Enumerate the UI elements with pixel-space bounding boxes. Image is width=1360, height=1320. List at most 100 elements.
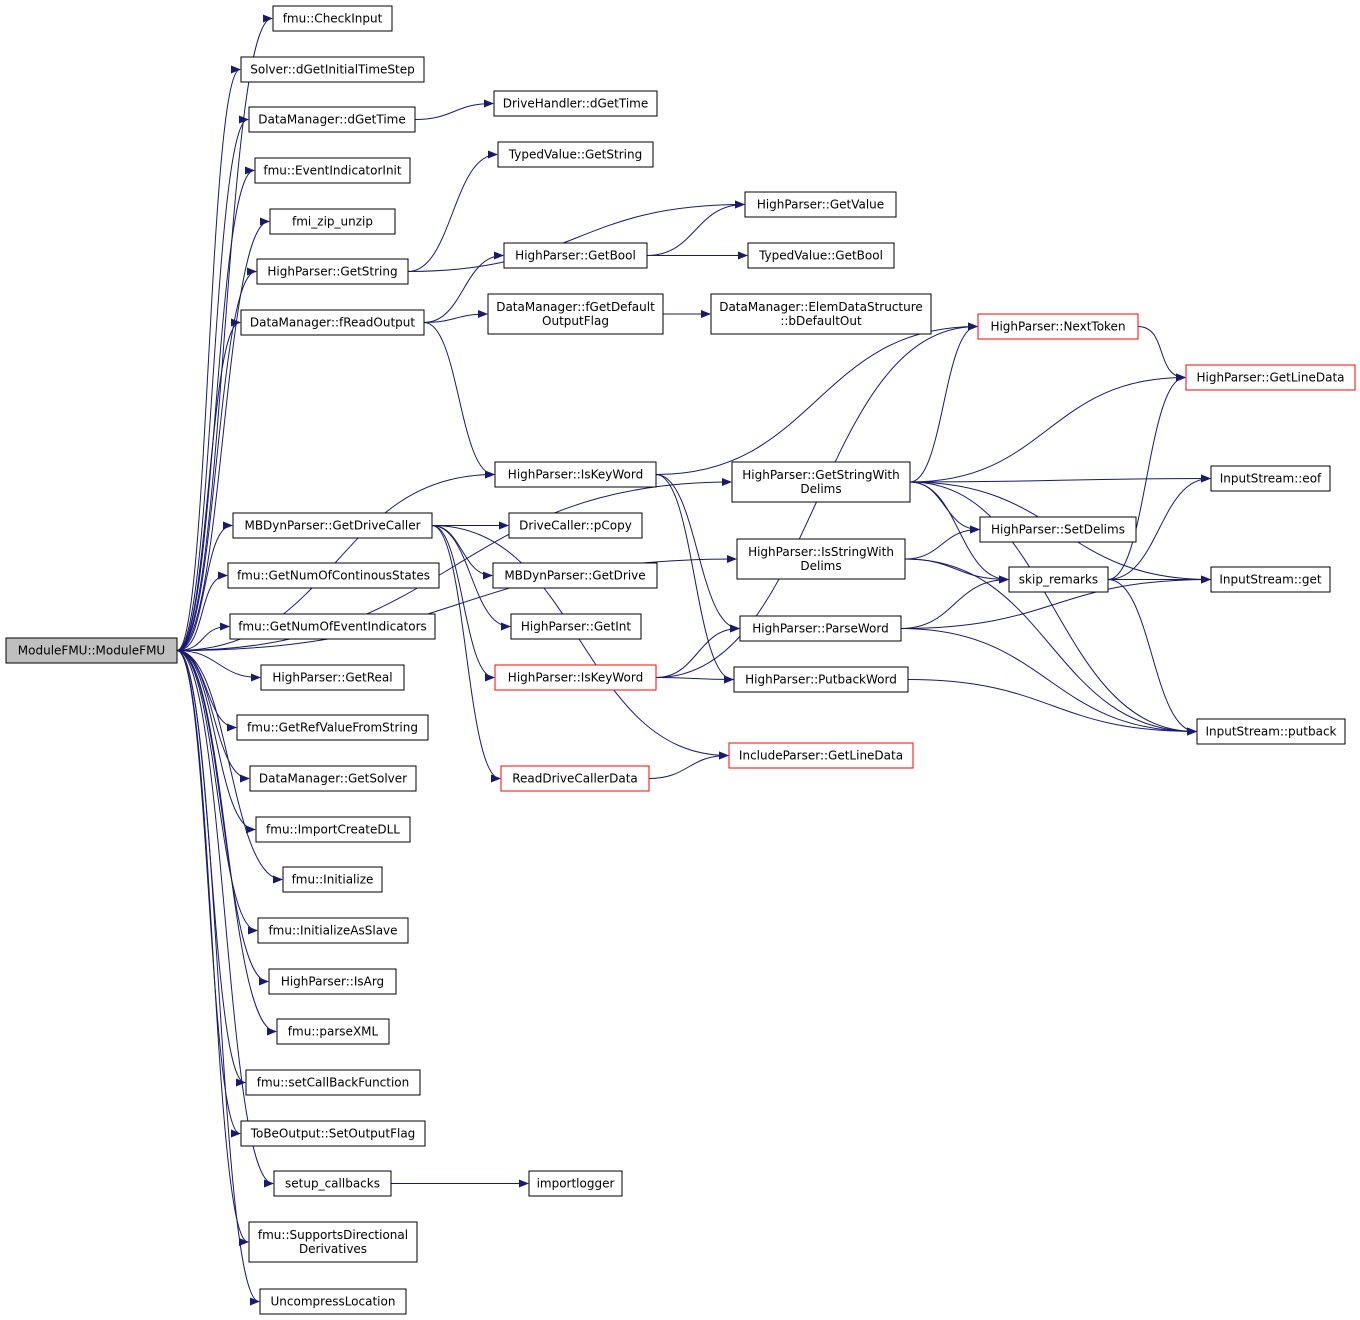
edge-root-to-highparser_isarg: [176, 650, 269, 986]
node-label: DataManager::fGetDefault: [496, 300, 655, 314]
node-highparser_getstring[interactable]: HighParser::GetString: [256, 258, 409, 285]
edge-mbdynparser_getdrivecaller-to-includeparser_getlinedata: [431, 525, 729, 760]
edge-datamanager_freadoutput-to-datamanager_fgetdefaultoutputflag: [423, 310, 488, 323]
edge-highparser_iskeyword_2-to-highparser_putbackword: [655, 675, 734, 684]
edge-highparser_getstringwithdelims-to-inputstream_putback: [909, 481, 1197, 736]
edge-highparser_isstringwithdelims-to-skip_remarks: [904, 558, 1009, 584]
node-label: Derivatives: [299, 1242, 367, 1256]
node-solver_dgetinitialtimestep[interactable]: Solver::dGetInitialTimeStep: [240, 56, 425, 83]
node-label: HighParser::GetLineData: [1196, 371, 1344, 385]
node-label: InputStream::putback: [1205, 725, 1336, 739]
node-typedvalue_getstring[interactable]: TypedValue::GetString: [497, 141, 654, 168]
node-box: [229, 613, 436, 640]
node-fmu_checkinput[interactable]: fmu::CheckInput: [272, 5, 393, 32]
node-drivecaller_pcopy[interactable]: DriveCaller::pCopy: [508, 512, 643, 539]
node-label: fmu::SupportsDirectional: [258, 1228, 408, 1242]
node-importlogger[interactable]: importlogger: [528, 1170, 623, 1197]
node-label: IncludeParser::GetLineData: [739, 749, 903, 763]
node-root[interactable]: ModuleFMU::ModuleFMU: [5, 637, 178, 664]
node-label: OutputFlag: [542, 314, 609, 328]
node-fmu_eventindicatorinit[interactable]: fmu::EventIndicatorInit: [254, 157, 411, 184]
node-highparser_iskeyword_2[interactable]: HighParser::IsKeyWord: [494, 664, 657, 691]
node-highparser_nexttoken[interactable]: HighParser::NextToken: [977, 313, 1139, 340]
edge-root-to-fmu_initialize: [176, 650, 283, 884]
node-datamanager_freadoutput[interactable]: DataManager::fReadOutput: [240, 309, 425, 336]
edge-root-to-fmu_initializeasslave: [176, 650, 258, 935]
node-datamanager_dgettime[interactable]: DataManager::dGetTime: [248, 106, 416, 133]
node-skip_remarks[interactable]: skip_remarks: [1008, 566, 1109, 593]
node-highparser_parseword[interactable]: HighParser::ParseWord: [739, 615, 902, 642]
node-setup_callbacks[interactable]: setup_callbacks: [273, 1170, 392, 1197]
node-label: InputStream::get: [1219, 573, 1322, 587]
node-includeparser_getlinedata[interactable]: IncludeParser::GetLineData: [728, 742, 914, 769]
node-fmu_importcreatedll[interactable]: fmu::ImportCreateDLL: [255, 816, 411, 843]
node-inputstream_get[interactable]: InputStream::get: [1210, 566, 1331, 593]
node-label: ReadDriveCallerData: [512, 772, 638, 786]
edge-root-to-fmu_getnumofeventindicators: [176, 622, 230, 651]
node-highparser_getvalue[interactable]: HighParser::GetValue: [744, 191, 897, 218]
node-inputstream_putback[interactable]: InputStream::putback: [1196, 718, 1346, 745]
node-highparser_iskeyword_1[interactable]: HighParser::IsKeyWord: [494, 461, 657, 488]
node-box: [260, 664, 405, 691]
node-datamanager_elemdatastructure_bdefaultout[interactable]: DataManager::ElemDataStructure::bDefault…: [710, 293, 932, 335]
node-label: fmu::setCallBackFunction: [257, 1076, 410, 1090]
node-label: DataManager::fReadOutput: [250, 316, 415, 330]
edge-root-to-solver_dgetinitialtimestep: [176, 65, 241, 651]
node-fmu_getrefvaluefromstring[interactable]: fmu::GetRefValueFromString: [236, 714, 429, 741]
edge-root-to-fmu_parsexml: [176, 650, 277, 1036]
node-mbdynparser_getdrive[interactable]: MBDynParser::GetDrive: [492, 562, 658, 589]
node-uncompresslocation[interactable]: UncompressLocation: [259, 1288, 407, 1315]
node-label: DriveCaller::pCopy: [519, 519, 632, 533]
node-label: fmu::ImportCreateDLL: [266, 823, 400, 837]
node-fmu_initializeasslave[interactable]: fmu::InitializeAsSlave: [257, 917, 409, 944]
node-highparser_getint[interactable]: HighParser::GetInt: [510, 613, 642, 640]
node-fmu_setcallbackfunction[interactable]: fmu::setCallBackFunction: [245, 1069, 421, 1096]
node-box: [508, 512, 643, 539]
node-highparser_isarg[interactable]: HighParser::IsArg: [268, 968, 397, 995]
node-box: [492, 562, 658, 589]
node-highparser_getlinedata[interactable]: HighParser::GetLineData: [1185, 364, 1356, 391]
node-box: [259, 1288, 407, 1315]
node-inputstream_eof[interactable]: InputStream::eof: [1210, 465, 1331, 492]
edge-highparser_getstringwithdelims-to-skip_remarks: [909, 481, 1009, 584]
node-fmu_initialize[interactable]: fmu::Initialize: [282, 866, 383, 893]
node-box: [240, 56, 425, 83]
node-datamanager_getsolver[interactable]: DataManager::GetSolver: [249, 765, 417, 792]
node-box: [249, 765, 417, 792]
edge-highparser_iskeyword_1-to-highparser_parseword: [655, 474, 740, 633]
node-label: fmi_zip_unzip: [292, 215, 373, 229]
edge-highparser_parseword-to-inputstream_get: [900, 575, 1211, 629]
node-box: [254, 157, 411, 184]
node-box: [979, 516, 1137, 543]
node-highparser_getbool[interactable]: HighParser::GetBool: [503, 242, 648, 269]
node-box: [977, 313, 1139, 340]
node-mbdynparser_getdrivecaller[interactable]: MBDynParser::GetDriveCaller: [232, 512, 433, 539]
node-readdrivecallerdata[interactable]: ReadDriveCallerData: [500, 765, 650, 792]
node-fmi_zip_unzip[interactable]: fmi_zip_unzip: [269, 208, 396, 235]
edge-highparser_isstringwithdelims-to-inputstream_putback: [904, 558, 1197, 736]
node-box: [269, 208, 396, 235]
node-label: HighParser::PutbackWord: [745, 673, 897, 687]
edge-datamanager_dgettime-to-drivehandler_dgettime: [414, 99, 494, 120]
node-fmu_getnumofeventindicators[interactable]: fmu::GetNumOfEventIndicators: [229, 613, 436, 640]
node-label: skip_remarks: [1019, 573, 1098, 587]
node-drivehandler_dgettime[interactable]: DriveHandler::dGetTime: [493, 90, 658, 117]
node-label: DataManager::GetSolver: [259, 772, 407, 786]
edge-highparser_putbackword-to-inputstream_putback: [907, 679, 1197, 736]
node-box: [276, 1018, 390, 1045]
node-typedvalue_getbool[interactable]: TypedValue::GetBool: [747, 242, 895, 269]
node-fmu_parsexml[interactable]: fmu::parseXML: [276, 1018, 390, 1045]
node-highparser_getreal[interactable]: HighParser::GetReal: [260, 664, 405, 691]
node-highparser_setdelims[interactable]: HighParser::SetDelims: [979, 516, 1137, 543]
node-label: HighParser::IsStringWith: [748, 545, 894, 559]
node-box: [503, 242, 648, 269]
node-tobeoutput_setoutputflag[interactable]: ToBeOutput::SetOutputFlag: [240, 1120, 426, 1147]
node-label: HighParser::GetBool: [515, 249, 636, 263]
node-fmu_getnumofcontinousstates[interactable]: fmu::GetNumOfContinousStates: [227, 562, 440, 589]
node-highparser_putbackword[interactable]: HighParser::PutbackWord: [733, 666, 909, 693]
node-box: [733, 666, 909, 693]
